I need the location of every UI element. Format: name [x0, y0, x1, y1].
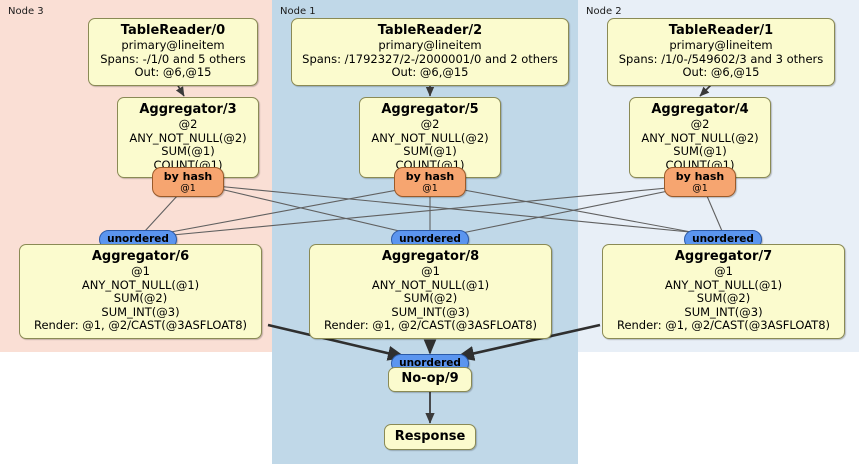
router-type: by hash [405, 170, 455, 183]
processor-out: Out: @6,@15 [134, 65, 212, 79]
processor-group: @2 [178, 117, 198, 131]
processor-out: Out: @6,@15 [682, 65, 760, 79]
processor-tablereader-2[interactable]: TableReader/2 primary@lineitem Spans: /1… [291, 18, 569, 86]
processor-title: No-op/9 [401, 371, 459, 386]
processor-render: Render: @1, @2/CAST(@3ASFLOAT8) [323, 318, 538, 332]
processor-aggregator-7[interactable]: Aggregator/7 @1 ANY_NOT_NULL(@1) SUM(@2)… [602, 244, 845, 339]
processor-agg-1: ANY_NOT_NULL(@1) [81, 277, 200, 292]
processor-agg-2: SUM(@2) [113, 291, 168, 305]
router-columns: @1 [692, 183, 708, 194]
processor-agg-1: ANY_NOT_NULL(@2) [641, 130, 759, 145]
router-columns: @1 [180, 183, 196, 194]
processor-aggregator-4[interactable]: Aggregator/4 @2 ANY_NOT_NULL(@2) SUM(@1)… [629, 97, 771, 178]
processor-agg-3: SUM_INT(@3) [391, 304, 470, 319]
processor-table: primary@lineitem [669, 38, 773, 52]
processor-no-op-9[interactable]: No-op/9 [388, 367, 472, 392]
processor-agg-2: SUM(@2) [696, 291, 751, 305]
processor-render: Render: @1, @2/CAST(@3ASFLOAT8) [33, 318, 248, 332]
router-by-hash-node2[interactable]: by hash @1 [664, 167, 736, 197]
processor-aggregator-3[interactable]: Aggregator/3 @2 ANY_NOT_NULL(@2) SUM(@1)… [117, 97, 259, 178]
processor-title: TableReader/2 [377, 23, 483, 38]
router-type: by hash [163, 170, 213, 183]
processor-render: Render: @1, @2/CAST(@3ASFLOAT8) [616, 318, 831, 332]
processor-agg-1: ANY_NOT_NULL(@2) [129, 130, 247, 145]
processor-agg-1: ANY_NOT_NULL(@2) [371, 130, 489, 145]
processor-out: Out: @6,@15 [391, 65, 469, 79]
processor-title: Aggregator/3 [139, 102, 237, 117]
processor-spans: Spans: /1/0-/549602/3 and 3 others [618, 51, 824, 66]
processor-agg-1: ANY_NOT_NULL(@1) [371, 277, 490, 292]
node-panel-label-node2: Node 2 [586, 6, 622, 17]
router-type: by hash [675, 170, 725, 183]
router-columns: @1 [422, 183, 438, 194]
processor-aggregator-5[interactable]: Aggregator/5 @2 ANY_NOT_NULL(@2) SUM(@1)… [359, 97, 501, 178]
node-panel-label-node3: Node 3 [8, 6, 44, 17]
processor-tablereader-1[interactable]: TableReader/1 primary@lineitem Spans: /1… [607, 18, 835, 86]
processor-group: @2 [690, 117, 710, 131]
processor-agg-3: SUM_INT(@3) [101, 304, 180, 319]
processor-title: TableReader/1 [668, 23, 774, 38]
processor-title: Aggregator/6 [91, 249, 190, 264]
processor-aggregator-6[interactable]: Aggregator/6 @1 ANY_NOT_NULL(@1) SUM(@2)… [19, 244, 262, 339]
processor-title: Aggregator/7 [674, 249, 773, 264]
router-by-hash-node1[interactable]: by hash @1 [394, 167, 466, 197]
processor-aggregator-8[interactable]: Aggregator/8 @1 ANY_NOT_NULL(@1) SUM(@2)… [309, 244, 552, 339]
processor-agg-2: SUM(@1) [403, 144, 457, 158]
router-by-hash-node3[interactable]: by hash @1 [152, 167, 224, 197]
processor-agg-2: SUM(@1) [673, 144, 727, 158]
processor-spans: Spans: -/1/0 and 5 others [100, 51, 246, 66]
processor-title: Aggregator/4 [651, 102, 749, 117]
processor-group: @1 [131, 264, 150, 278]
processor-title: Aggregator/8 [381, 249, 480, 264]
processor-agg-2: SUM(@1) [161, 144, 215, 158]
processor-title: TableReader/0 [120, 23, 226, 38]
processor-response[interactable]: Response [384, 424, 476, 450]
processor-agg-2: SUM(@2) [403, 291, 458, 305]
processor-agg-1: ANY_NOT_NULL(@1) [664, 277, 783, 292]
processor-title: Aggregator/5 [381, 102, 479, 117]
processor-table: primary@lineitem [121, 38, 225, 52]
processor-spans: Spans: /1792327/2-/2000001/0 and 2 other… [302, 51, 558, 66]
processor-group: @1 [421, 264, 440, 278]
node-panel-label-node1: Node 1 [280, 6, 316, 17]
processor-tablereader-0[interactable]: TableReader/0 primary@lineitem Spans: -/… [88, 18, 258, 86]
processor-group: @1 [714, 264, 733, 278]
processor-agg-3: SUM_INT(@3) [684, 304, 763, 319]
processor-group: @2 [420, 117, 440, 131]
processor-title: Response [394, 428, 466, 444]
processor-table: primary@lineitem [378, 38, 482, 52]
